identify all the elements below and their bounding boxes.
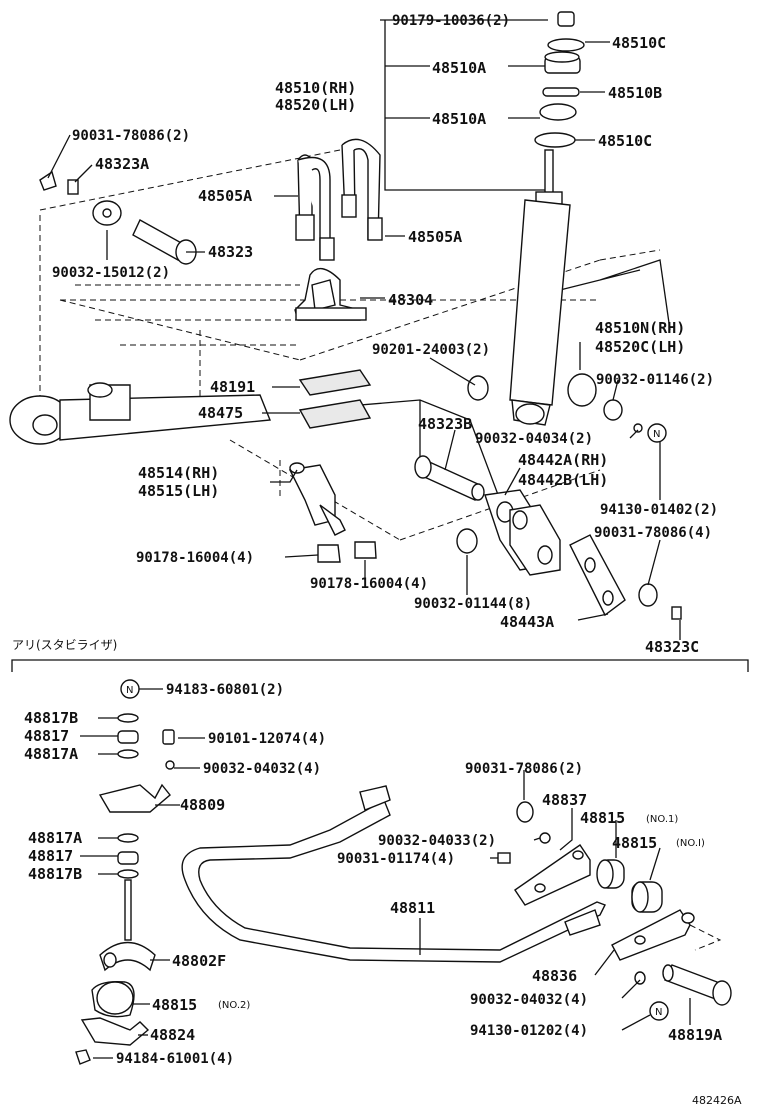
leaf-spring-eye [9,382,271,445]
label-90101-12074: 90101-12074(4) [208,731,326,747]
label-48323: 48323 [208,243,253,261]
label-90032-04032-a: 90032-04032(4) [203,761,321,777]
label-48304: 48304 [388,291,433,309]
label-48443a: 48443A [500,613,554,631]
label-48442b-lh: 48442B(LH) [518,471,608,489]
shock-absorber [509,149,571,426]
label-94183-60801: 94183-60801(2) [166,682,284,698]
n-marker-lower-1-text: N [126,685,133,696]
label-48323c: 48323C [645,638,699,656]
lower-assembly: N N [24,679,732,1067]
label-48510-rh: 48510(RH) [275,79,356,97]
label-48510c-top: 48510C [612,34,666,52]
label-48817-bottom: 48817 [28,847,73,865]
label-90178-16004-a: 90178-16004(4) [136,550,254,566]
label-90032-15012: 90032-15012(2) [52,265,170,281]
lower-fasteners [497,801,646,985]
label-48520-lh: 48520(LH) [275,96,356,114]
drawing-number: 482426A [692,1094,742,1107]
label-48817a-bottom: 48817A [28,829,82,847]
label-no2: (NO.2) [218,1000,250,1011]
label-48515-lh: 48515(LH) [138,482,219,500]
label-90032-04033: 90032-04033(2) [378,833,496,849]
n-markers-lower: N N [120,679,669,1021]
label-48817b-bottom: 48817B [28,865,82,883]
upper-assembly: N [9,11,718,656]
n-marker-upper: N [647,423,667,443]
label-48510a-bottom: 48510A [432,110,486,128]
label-48323a: 48323A [95,155,149,173]
spring-seat [294,267,367,321]
spring-pin [92,200,197,265]
label-no1-b: (NO.I) [676,838,705,849]
shackle-bolt [414,455,485,501]
label-48323b: 48323B [418,415,472,433]
upper-callouts: 90179-10036(2) 48510C 48510A 48510(RH) 4… [52,13,718,656]
section-label-stabilizer: アリ(スタビライザ) [12,638,117,652]
label-48836: 48836 [532,967,577,985]
label-48815-no2: 48815 [152,996,197,1014]
label-94130-01202: 94130-01202(4) [470,1023,588,1039]
label-90031-01174: 90031-01174(4) [337,851,455,867]
label-48520c-lh: 48520C(LH) [595,338,685,356]
u-bolts [295,138,383,261]
label-90179-10036: 90179-10036(2) [392,13,510,29]
label-48837: 48837 [542,791,587,809]
label-48802f: 48802F [172,952,226,970]
n-marker-lower-2-text: N [655,1007,662,1018]
upper-leaders [47,19,681,640]
lower-leaders [80,688,691,1059]
label-90032-04034: 90032-04034(2) [475,431,593,447]
label-48510n-rh: 48510N(RH) [595,319,685,337]
label-48815-no1-b: 48815 [612,834,657,852]
label-48505a-left: 48505A [198,187,252,205]
label-90178-16004-b: 90178-16004(4) [310,576,428,592]
upper-fasteners [39,170,682,620]
label-48817-top: 48817 [24,727,69,745]
lower-callouts: 94183-60801(2) 48817B 48817 48817A 90101… [24,682,722,1067]
label-48817b-top: 48817B [24,709,78,727]
stabilizer-bar [181,785,606,963]
label-90032-04032-b: 90032-04032(4) [470,992,588,1008]
label-90032-01144: 90032-01144(8) [414,596,532,612]
stabilizer-brackets [514,844,722,961]
label-no1-a: (NO.1) [646,814,678,825]
label-48510c-bottom: 48510C [598,132,652,150]
label-48824: 48824 [150,1026,195,1044]
label-48514-rh: 48514(RH) [138,464,219,482]
bushings-no1 [596,859,663,913]
n-marker-upper-text: N [653,429,660,440]
label-48442a-rh: 48442A(RH) [518,451,608,469]
label-48809: 48809 [180,796,225,814]
label-90031-78086-2: 90031-78086(2) [72,128,190,144]
label-94130-01402: 94130-01402(2) [600,502,718,518]
shackle-plates [484,489,626,617]
label-48475: 48475 [198,404,243,422]
spring-pads [298,369,372,429]
label-48505a-right: 48505A [408,228,462,246]
label-48191: 48191 [210,378,255,396]
label-90032-01146: 90032-01146(2) [596,372,714,388]
label-48811: 48811 [390,899,435,917]
label-90031-78086-4: 90031-78086(4) [594,525,712,541]
label-48815-no1-a: 48815 [580,809,625,827]
shock-mount-stack [534,11,585,148]
label-48510b: 48510B [608,84,662,102]
label-94184-61001: 94184-61001(4) [116,1051,234,1067]
section-divider: アリ(スタビライザ) [11,638,749,672]
label-48510a-top: 48510A [432,59,486,77]
stabilizer-link-stack [75,713,175,1065]
stabilizer-pin [662,964,732,1006]
label-48819a: 48819A [668,1026,722,1044]
label-48817a-top: 48817A [24,745,78,763]
label-90201-24003: 90201-24003(2) [372,342,490,358]
spring-bracket [288,462,346,536]
label-90031-78086-2b: 90031-78086(2) [465,761,583,777]
